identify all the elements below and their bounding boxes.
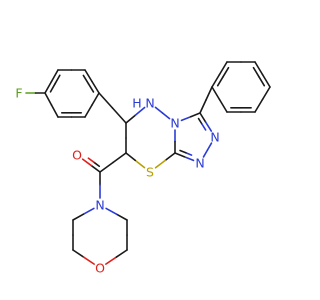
bond-m4-Nm [115,213,128,221]
bond-C3-Nt1-second [201,123,207,131]
bond-f4-C6 [98,92,114,109]
bond-ph4-ph5 [254,98,264,113]
atom-label-morpholine-o: O [95,261,105,276]
bond-NH-N4 [154,106,164,114]
bond-Cco-Oc-second [87,157,95,164]
bond-NH-N4 [161,112,171,120]
atom-label-sulfur: S [146,165,154,180]
bond-m2-Om [82,256,95,265]
bond-Nt2-C8a-second [179,149,187,154]
bond-m2-Om [72,249,85,258]
bond-m4-Nm [105,207,118,215]
bond-ph1-ph2 [211,73,221,88]
bond-C8a-S [164,152,176,162]
bond-N4-C3 [180,115,192,122]
bond-C7-Cco [112,152,127,164]
bond-N4-C3 [189,112,201,118]
bond-Nt2-C8a [183,155,195,162]
bond-ph3-ph4 [261,73,271,88]
bond-f1-f2-second [49,82,56,93]
bond-f3-f4 [91,80,100,94]
atom-label-fluorine: F [15,86,22,101]
bond-Nt1-Nt2 [202,149,209,158]
bond-Nm-m1 [72,213,85,221]
bond-f3-f4-second [82,74,90,85]
bond-ph6-ph1 [218,98,228,113]
bond-ph3-ph4-second [258,75,266,87]
bond-ph3-ph4 [254,61,264,76]
bond-C7-Cco [99,161,114,173]
bond-ph1-ph2-second [222,66,230,78]
bond-f1-f2 [50,69,59,83]
bond-Cco-Oc [90,164,101,173]
bond-f6-f1 [50,104,59,118]
bond-f3-f4-second [87,82,95,93]
bond-ph1-ph2 [218,61,228,76]
bond-C3-ph1 [205,86,213,101]
atom-label-bridge-n: N [170,116,179,131]
bond-C3-Nt1-second [197,117,203,126]
bond-f6-f1 [44,92,53,106]
atom-label-morpholine-n: N [95,198,104,213]
bond-Nm-m1 [82,207,95,215]
bond-f4-f5 [84,104,93,118]
bond-Om-m3 [115,249,128,258]
bond-f3-f4 [84,69,93,83]
bond-C3-ph1 [199,99,207,114]
atom-label-triazole-n3: N [195,156,204,171]
bond-C6-NH [125,114,137,124]
bond-ph3-ph4-second [252,66,260,78]
bond-Cco-Oc-second [93,161,101,168]
atom-label-amine-h: H [132,96,141,111]
bond-S-C7 [134,159,146,169]
bond-Nt1-Nt2 [206,142,213,151]
bond-lines [25,61,271,265]
bond-Nt2-C8a [174,152,186,158]
atom-label-triazole-n2: N [210,130,219,145]
bond-C3-Nt1 [204,121,213,132]
bond-S-C7 [125,152,137,162]
bond-f4-C6 [111,107,127,124]
atom-label-amine-n: N [145,96,154,111]
bond-f1-f2 [44,80,53,94]
bond-ph1-ph2-second [216,75,224,87]
bond-C3-Nt1 [199,112,207,123]
atom-label-carbonyl-o: O [72,148,82,163]
bond-f1-f2-second [54,74,61,85]
bond-C6-NH [134,106,146,117]
bond-Cco-Oc [81,158,93,167]
bond-Om-m3 [105,256,118,265]
bond-f4-f5 [91,92,100,106]
bond-Nt2-C8a-second [185,152,193,156]
bond-ph6-ph1 [211,86,221,101]
bond-C8a-S [154,159,167,169]
bond-ph4-ph5 [261,86,271,101]
